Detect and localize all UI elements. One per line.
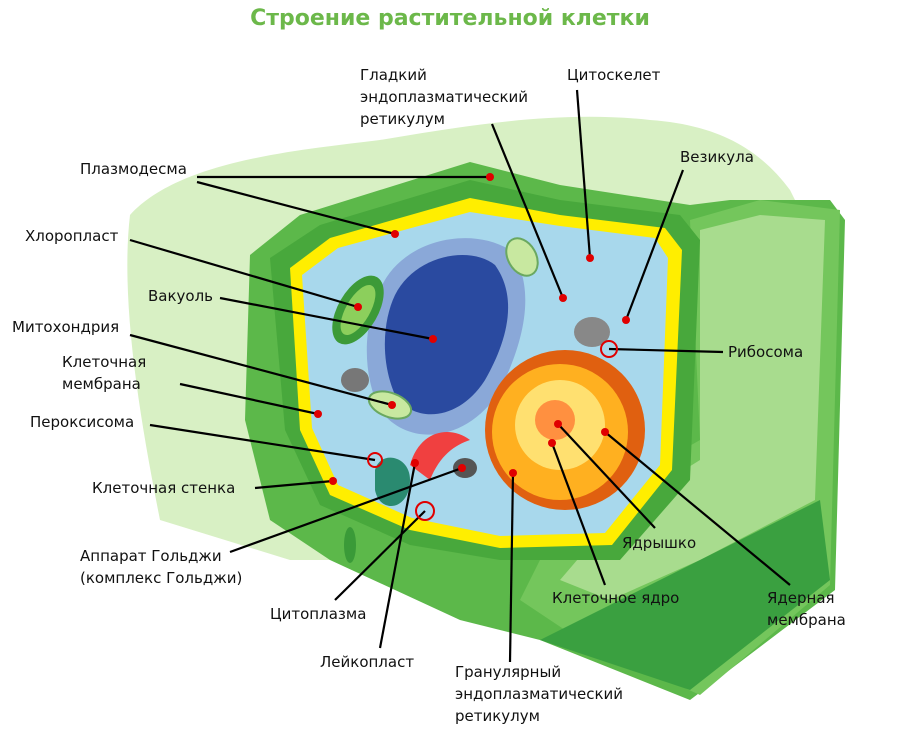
label-rough-er: Гранулярный эндоплазматический ретикулум <box>455 661 623 727</box>
label-peroxisome: Пероксисома <box>30 413 135 431</box>
label-nuclear-membrane: Ядерная мембрана <box>767 587 846 631</box>
label-line: Гладкий <box>360 66 427 84</box>
label-vacuole: Вакуоль <box>148 287 214 305</box>
label-mitochondrion: Митохондрия <box>12 318 120 336</box>
label-cell-membrane: Клеточная мембрана <box>62 351 146 395</box>
label-vesicle: Везикула <box>680 148 754 166</box>
label-cytoskeleton: Цитоскелет <box>567 66 661 84</box>
label-line: ретикулум <box>360 110 445 128</box>
label-line: (комплекс Гольджи) <box>80 569 243 587</box>
label-cell-wall: Клеточная стенка <box>92 479 236 497</box>
pointer-dots <box>314 173 630 485</box>
diagram-title: Строение растительной клетки <box>250 6 650 31</box>
label-line: мембрана <box>62 375 141 393</box>
label-line: Клеточная <box>62 353 147 371</box>
label-ribosome: Рибосома <box>728 343 804 361</box>
label-line: Аппарат Гольджи <box>80 547 222 565</box>
label-line: мембрана <box>767 611 846 629</box>
label-nucleus: Клеточное ядро <box>552 589 680 607</box>
label-line: Ядерная <box>767 589 835 607</box>
label-cytoplasm: Цитоплазма <box>270 605 367 623</box>
nucleolus <box>535 400 575 440</box>
label-line: Гранулярный <box>455 663 562 681</box>
label-line: эндоплазматический <box>455 685 624 703</box>
label-leucoplast: Лейкопласт <box>320 653 415 671</box>
label-chloroplast: Хлоропласт <box>25 227 119 245</box>
label-smooth-er: Гладкий эндоплазматический ретикулум <box>360 64 528 130</box>
label-nucleolus: Ядрышко <box>622 534 697 552</box>
golgi <box>410 432 470 480</box>
label-line: эндоплазматический <box>360 88 529 106</box>
label-golgi: Аппарат Гольджи (комплекс Гольджи) <box>80 545 242 589</box>
leader-lines <box>129 89 791 663</box>
label-plasmodesma: Плазмодесма <box>80 160 187 178</box>
label-line: ретикулум <box>455 707 540 725</box>
